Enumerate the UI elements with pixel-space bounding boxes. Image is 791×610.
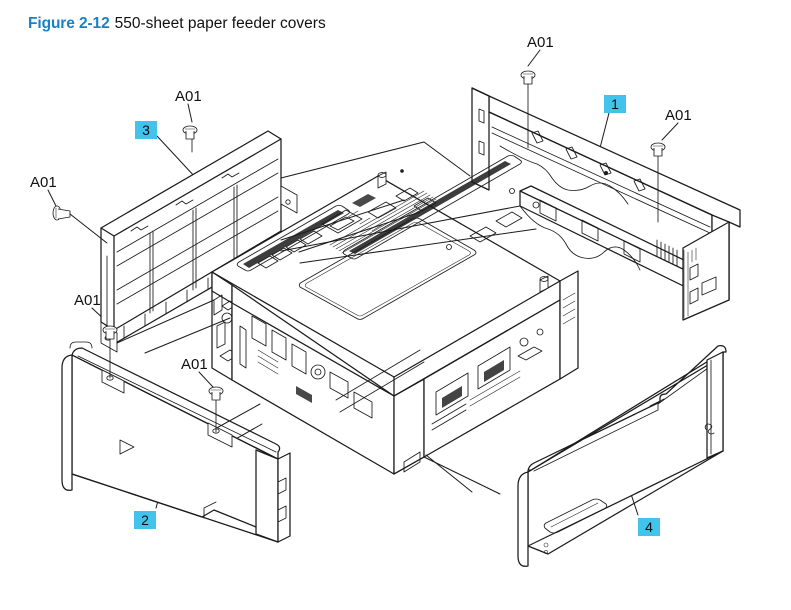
part-right-front-cover bbox=[517, 345, 727, 567]
screw-icon-far-left bbox=[52, 205, 108, 244]
part-rear-cover bbox=[471, 87, 741, 321]
screw-icon-top-left bbox=[182, 125, 198, 153]
part-feeder-chassis bbox=[211, 155, 608, 475]
screw-icon-left-cover-b bbox=[208, 386, 224, 433]
callout-badge-2[interactable]: 2 bbox=[134, 511, 156, 529]
callout-badge-3[interactable]: 3 bbox=[135, 121, 157, 139]
part-label-a01-left-lower: A01 bbox=[181, 356, 208, 373]
part-left-front-cover bbox=[61, 341, 291, 543]
assembly-reference-lines bbox=[116, 141, 561, 521]
screw-icon-rear-left bbox=[520, 70, 536, 149]
screw-icon-rear-right bbox=[650, 142, 666, 223]
chassis-top-detail-cluster bbox=[257, 187, 437, 269]
figure-title: 550-sheet paper feeder covers bbox=[114, 15, 326, 32]
callout-badge-1[interactable]: 1 bbox=[604, 95, 626, 113]
screw-icon-left-cover-a bbox=[102, 325, 118, 379]
part-label-a01-far-left: A01 bbox=[30, 174, 57, 191]
figure-number: Figure 2-12 bbox=[28, 15, 110, 32]
part-label-a01-top-left: A01 bbox=[175, 88, 202, 105]
chassis-rib-band bbox=[329, 190, 437, 254]
part-label-a01-right-upper: A01 bbox=[665, 107, 692, 124]
chassis-right-block-detail bbox=[431, 328, 544, 431]
chassis-front-face-detail bbox=[239, 315, 373, 419]
callout-badge-4[interactable]: 4 bbox=[638, 518, 660, 536]
part-label-a01-top-right: A01 bbox=[527, 34, 554, 51]
part-label-a01-left-mid: A01 bbox=[74, 292, 101, 309]
